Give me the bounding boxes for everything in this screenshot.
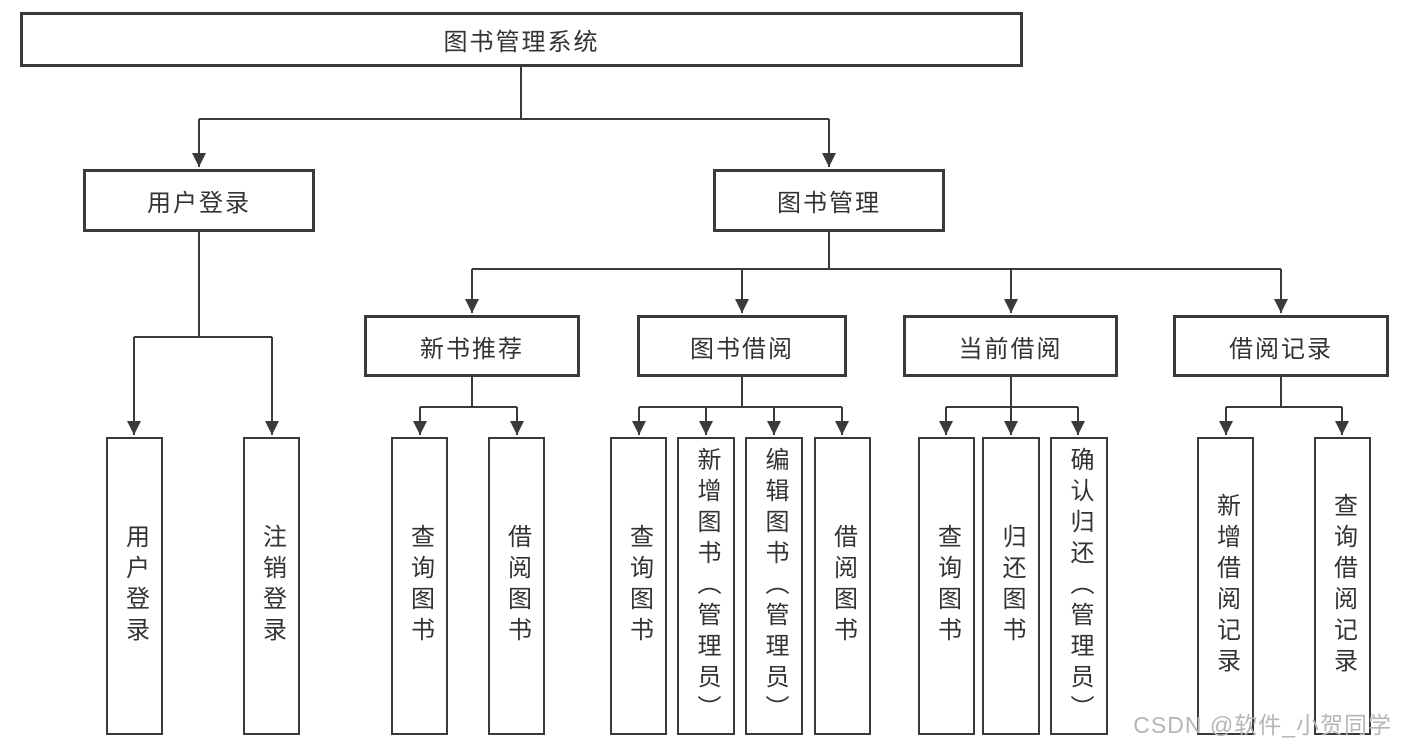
- connector-new-book-recommend: [413, 377, 524, 435]
- connector-book-borrow: [632, 377, 849, 435]
- node-leaf-recommend-query-books: 查询图书: [391, 437, 448, 735]
- node-leaf-return-book: 归还图书: [982, 437, 1040, 735]
- node-leaf-logout: 注销登录: [243, 437, 300, 735]
- csdn-watermark: CSDN @软件_小贺同学: [1133, 712, 1392, 738]
- node-book-borrow: 图书借阅: [637, 315, 847, 377]
- connector-current-borrow: [939, 377, 1085, 435]
- node-leaf-current-query-books: 查询图书: [918, 437, 975, 735]
- node-leaf-confirm-return-admin: 确认归还（管理员）: [1050, 437, 1108, 735]
- node-new-book-recommend: 新书推荐: [364, 315, 580, 377]
- node-borrow-records: 借阅记录: [1173, 315, 1389, 377]
- node-leaf-user-login: 用户登录: [106, 437, 163, 735]
- node-library-system: 图书管理系统: [20, 12, 1023, 67]
- connector-user-login: [127, 232, 279, 435]
- node-current-borrow: 当前借阅: [903, 315, 1118, 377]
- node-leaf-add-borrow-record: 新增借阅记录: [1197, 437, 1254, 735]
- node-leaf-edit-book-admin: 编辑图书（管理员）: [745, 437, 803, 735]
- node-leaf-borrow-borrow-books: 借阅图书: [814, 437, 871, 735]
- node-leaf-query-borrow-record: 查询借阅记录: [1314, 437, 1371, 735]
- connector-borrow-records: [1219, 377, 1349, 435]
- node-leaf-add-book-admin: 新增图书（管理员）: [677, 437, 735, 735]
- node-user-login-branch: 用户登录: [83, 169, 315, 232]
- connector-root: [192, 67, 836, 167]
- node-leaf-recommend-borrow-books: 借阅图书: [488, 437, 545, 735]
- node-book-management-branch: 图书管理: [713, 169, 945, 232]
- connector-book-management: [465, 232, 1288, 313]
- node-leaf-borrow-query-books: 查询图书: [610, 437, 667, 735]
